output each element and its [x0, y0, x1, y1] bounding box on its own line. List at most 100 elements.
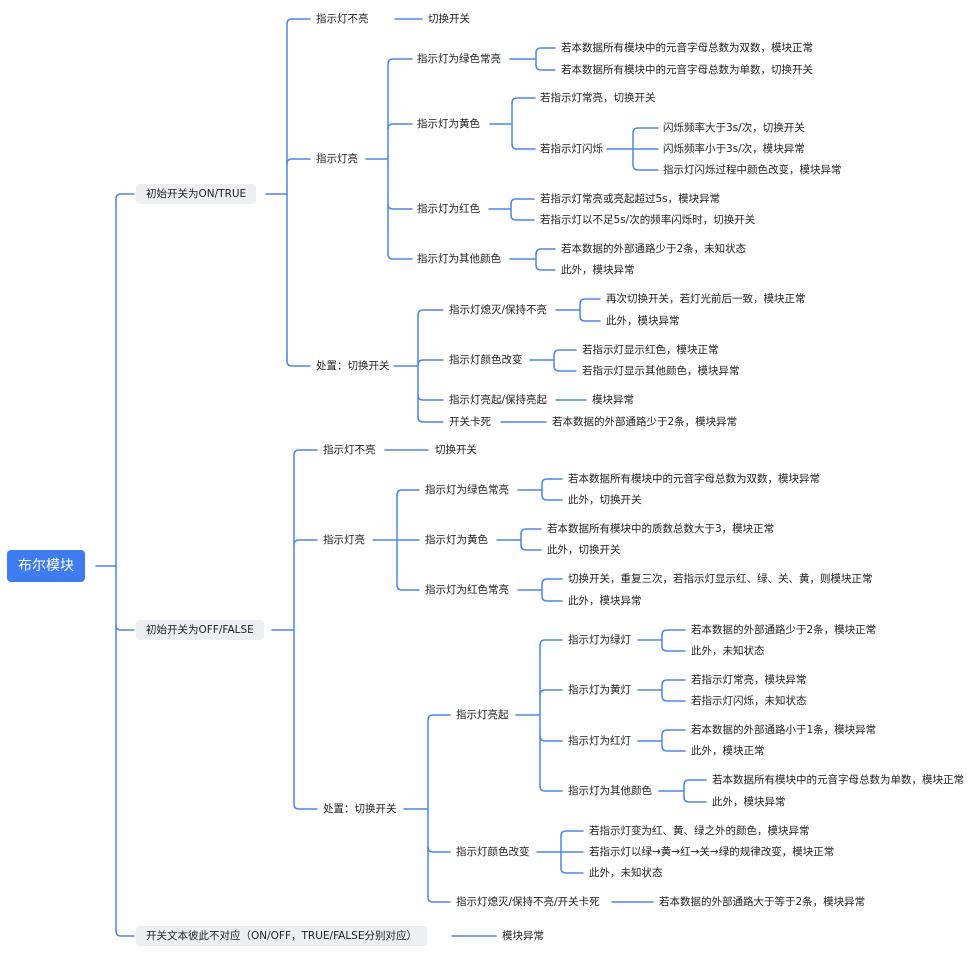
on-indicator-off[interactable]: 指示灯不亮 — [316, 13, 369, 25]
on-handle-link-3 — [417, 416, 444, 423]
off-lit-up-other-a[interactable]: 若本数据所有模块中的元音字母总数为单数，模块正常 — [712, 774, 964, 786]
on-lit-yellow-flash[interactable]: 若指示灯闪烁 — [540, 143, 603, 155]
on-green-link-1 — [535, 64, 556, 71]
on-handle-stuck[interactable]: 开关卡死 — [449, 416, 491, 428]
off-green-link-0 — [541, 478, 563, 485]
on-lit-link-2 — [387, 203, 413, 210]
on-green-link-0 — [535, 47, 556, 54]
root-link-0 — [115, 193, 135, 200]
off-lit-up-red-a[interactable]: 若本数据的外部通路小于1条，模块异常 — [691, 724, 877, 736]
on-other-link-1 — [535, 264, 556, 271]
on-handle-light-a[interactable]: 模块异常 — [592, 394, 634, 406]
off-lit-up-green-b[interactable]: 此外，未知状态 — [691, 645, 765, 657]
off-handle[interactable]: 处置：切换开关 — [323, 803, 397, 815]
branch-off-false[interactable]: 初始开关为OFF/FALSE — [136, 620, 264, 640]
off-handle-color-b[interactable]: 若指示灯以绿→黄→红→关→绿的规律改变，模块正常 — [589, 846, 835, 858]
off-green-link-1 — [541, 494, 563, 501]
off-handle-color-a[interactable]: 若指示灯变为红、黄、绿之外的颜色，模块异常 — [589, 825, 810, 837]
on-lit-yellow-flash-lt[interactable]: 闪烁频率小于3s/次，模块异常 — [663, 143, 805, 155]
on-lit-yellow-flash-gt[interactable]: 闪烁频率大于3s/次，切换开关 — [663, 122, 805, 134]
on-handle-color[interactable]: 指示灯颜色改变 — [449, 354, 523, 366]
off-litup-other-link-0 — [683, 779, 707, 786]
off-litup-other-link-1 — [683, 796, 707, 803]
on-lit-yellow-steady[interactable]: 若指示灯常亮，切换开关 — [540, 92, 656, 104]
off-lit-up-green-a[interactable]: 若本数据的外部通路少于2条，模块正常 — [691, 624, 877, 636]
on-dim-link-1 — [579, 315, 601, 322]
on-indicator-off-action[interactable]: 切换开关 — [428, 13, 470, 25]
off-yellow-link-1 — [520, 544, 542, 551]
on-lit-other[interactable]: 指示灯为其他颜色 — [417, 253, 501, 265]
off-lit-yellow-a[interactable]: 若本数据所有模块中的质数总数大于3，模块正常 — [547, 523, 775, 535]
on-handle-stuck-a[interactable]: 若本数据的外部通路少于2条，模块异常 — [552, 416, 738, 428]
off-lit-red-a[interactable]: 切换开关，重复三次，若指示灯显示红、绿、关、黄，则模块正常 — [568, 573, 873, 585]
off-color-link-0 — [560, 830, 584, 837]
on-red-link-1 — [510, 214, 535, 221]
off-lit-up-yellow[interactable]: 指示灯为黄灯 — [568, 684, 631, 696]
off-litup-yellow-link-0 — [661, 679, 686, 686]
on-handle-dim-a[interactable]: 再次切换开关，若灯光前后一致，模块正常 — [606, 293, 806, 305]
root-link-2 — [115, 930, 135, 937]
on-handle-color-a[interactable]: 若指示灯显示红色，模块正常 — [582, 344, 719, 356]
on-lit-link-0 — [387, 58, 413, 65]
on-other-link-0 — [535, 248, 556, 255]
off-lit-up-other[interactable]: 指示灯为其他颜色 — [568, 785, 652, 797]
off-red-link-1 — [541, 595, 563, 602]
off-handle-color[interactable]: 指示灯颜色改变 — [456, 846, 530, 858]
on-color-link-0 — [553, 349, 577, 356]
off-lit-yellow[interactable]: 指示灯为黄色 — [425, 534, 488, 546]
on-red-link-0 — [510, 198, 535, 205]
on-link-1 — [286, 158, 311, 165]
off-lit-red[interactable]: 指示灯为红色常亮 — [425, 584, 509, 596]
on-lit-other-a[interactable]: 若本数据的外部通路少于2条，未知状态 — [561, 243, 747, 255]
off-lit-up-other-b[interactable]: 此外，模块异常 — [712, 796, 786, 808]
on-lit-red-b[interactable]: 若指示灯以不足5s/次的频率闪烁时，切换开关 — [540, 214, 756, 226]
branch-on-true[interactable]: 初始开关为ON/TRUE — [136, 184, 257, 204]
off-handle-lit-up[interactable]: 指示灯亮起 — [456, 709, 509, 721]
on-dim-link-0 — [579, 298, 601, 305]
on-handle-link-1 — [417, 359, 444, 366]
on-flash-link-0 — [632, 127, 659, 134]
on-handle[interactable]: 处置：切换开关 — [316, 360, 390, 372]
off-lit-up-green[interactable]: 指示灯为绿灯 — [568, 634, 631, 646]
mismatch-result[interactable]: 模块异常 — [502, 930, 544, 942]
off-lit-up-red[interactable]: 指示灯为红灯 — [568, 735, 631, 747]
on-handle-dim-b[interactable]: 此外，模块异常 — [606, 315, 680, 327]
on-lit-yellow-flash-change[interactable]: 指示灯闪烁过程中颜色改变，模块异常 — [663, 164, 842, 176]
on-lit-yellow[interactable]: 指示灯为黄色 — [417, 118, 480, 130]
on-lit-green-even[interactable]: 若本数据所有模块中的元音字母总数为双数，模块正常 — [561, 42, 813, 54]
on-handle-dim[interactable]: 指示灯熄灭/保持不亮 — [449, 304, 548, 316]
off-litup-red-link-1 — [661, 745, 686, 752]
off-lit-red-b[interactable]: 此外，模块异常 — [568, 595, 642, 607]
on-handle-color-b[interactable]: 若指示灯显示其他颜色，模块异常 — [582, 365, 740, 377]
on-lit-green-odd[interactable]: 若本数据所有模块中的元音字母总数为单数，切换开关 — [561, 64, 813, 76]
on-lit-red-a[interactable]: 若指示灯常亮或亮起超过5s，模块异常 — [540, 193, 721, 205]
off-indicator-off[interactable]: 指示灯不亮 — [323, 444, 376, 456]
off-lit-link-2 — [396, 584, 420, 591]
on-lit-red[interactable]: 指示灯为红色 — [417, 203, 480, 215]
on-lit-other-b[interactable]: 此外，模块异常 — [561, 264, 635, 276]
branch-mismatch[interactable]: 开关文本彼此不对应（ON/OFF，TRUE/FALSE分别对应） — [136, 926, 427, 946]
off-handle-dim-a[interactable]: 若本数据的外部通路大于等于2条，模块异常 — [659, 896, 866, 908]
off-handle-color-c[interactable]: 此外，未知状态 — [589, 867, 663, 879]
off-link-2 — [293, 803, 318, 810]
on-lit-green[interactable]: 指示灯为绿色常亮 — [417, 53, 501, 65]
root-node[interactable]: 布尔模块 — [7, 550, 85, 582]
off-handle-link-1 — [427, 846, 451, 853]
off-lit-yellow-b[interactable]: 此外，切换开关 — [547, 544, 621, 556]
on-handle-light[interactable]: 指示灯亮起/保持亮起 — [449, 394, 548, 406]
on-indicator-lit[interactable]: 指示灯亮 — [316, 153, 358, 165]
off-lit-up-yellow-b[interactable]: 若指示灯闪烁，未知状态 — [691, 695, 807, 707]
off-litup-link-3 — [539, 785, 563, 792]
off-lit-up-red-b[interactable]: 此外，模块正常 — [691, 745, 765, 757]
off-handle-dim[interactable]: 指示灯熄灭/保持不亮/开关卡死 — [456, 896, 600, 908]
off-lit-green[interactable]: 指示灯为绿色常亮 — [425, 484, 509, 496]
off-red-link-0 — [541, 578, 563, 585]
off-indicator-off-action[interactable]: 切换开关 — [435, 444, 477, 456]
off-litup-link-2 — [539, 735, 563, 742]
off-lit-up-yellow-a[interactable]: 若指示灯常亮，模块异常 — [691, 674, 807, 686]
on-handle-link-0 — [417, 309, 444, 316]
off-lit-green-b[interactable]: 此外，切换开关 — [568, 494, 642, 506]
off-lit-green-a[interactable]: 若本数据所有模块中的元音字母总数为双数，模块异常 — [568, 473, 820, 485]
off-indicator-lit[interactable]: 指示灯亮 — [323, 534, 365, 546]
